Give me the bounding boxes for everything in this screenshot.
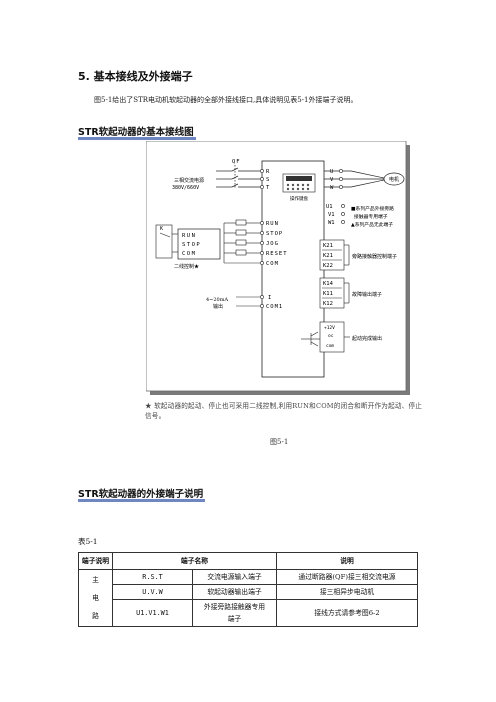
bypass-note-2: 接触器专用端子: [354, 213, 388, 220]
section-title-wiring: STR软起动器的基本接线图: [78, 124, 196, 140]
cell-description: 接三相异步电动机: [276, 584, 418, 600]
analog-terminal-dots: [260, 295, 264, 308]
page-heading: 5. 基本接线及外接端子: [78, 70, 193, 83]
two-wire-com: COM: [182, 251, 196, 257]
motor-symbol: [383, 172, 405, 186]
terminal-r: R: [266, 169, 270, 175]
relay-k22: K22: [323, 263, 333, 269]
control-terminal-dots: [260, 221, 264, 265]
bypass-terminal-dots: [341, 204, 345, 224]
keypad-buttons: [286, 183, 310, 191]
table-row: 主 电 路 R.S.T 交流电源输入端子 通过断路器(QF)接三相交流电源: [78, 569, 418, 627]
output-lines: [324, 170, 385, 188]
cell-function: 交流电源输入端子: [192, 569, 277, 585]
cell-function-line-1: 外接旁路接触器专用: [203, 603, 266, 611]
table-row: U.V.W 软起动器输出端子 接三相异步电动机: [79, 584, 418, 600]
keypad-display: [286, 176, 312, 181]
terminal-v1: V1: [328, 212, 335, 218]
cell-function: 软起动器输出端子: [192, 584, 277, 600]
bypass-relay-label: 旁路接触器控制端子: [352, 253, 397, 260]
relay-k12: K12: [323, 301, 333, 307]
terminal-s: S: [266, 177, 269, 183]
fault-relay-contact: [322, 282, 350, 304]
soft-starter-body: [261, 160, 325, 378]
terminal-u: U: [330, 169, 333, 175]
k-switch-blade: [159, 232, 171, 238]
supply-lines: [216, 165, 262, 189]
keypad-label: 操作键盘: [290, 195, 308, 202]
cell-description: 接线方式请参考图6-2: [276, 599, 418, 627]
fault-relay-box: [319, 277, 345, 309]
signal-com: com: [326, 344, 334, 349]
two-wire-links: [172, 233, 178, 253]
analog-label-2: 输出: [213, 303, 223, 310]
table-caption: 表5-1: [78, 537, 98, 546]
supply-label-2: 380V/660V: [172, 185, 199, 191]
header-description: 说明: [276, 552, 418, 570]
group-main-circuit: 主 电 路: [78, 569, 113, 627]
terminal-table: 端子说明 端子名称 说明 主 电 路 R.S.T 交流电源输入端子 通过断路器(…: [78, 552, 418, 627]
intro-paragraph: 图5-1给出了STR电动机软起动器的全部外接线接口,具体说明见表5-1外接端子说…: [94, 96, 358, 104]
relay-k14: K14: [323, 281, 334, 287]
motor-label: 电机: [389, 176, 399, 183]
two-wire-box: [177, 228, 221, 260]
control-buttons: [223, 219, 262, 264]
start-signal-box: [319, 321, 345, 353]
supply-terminal-dots: [260, 169, 264, 189]
terminal-i: I: [268, 295, 272, 301]
signal-12v: +12V: [324, 325, 335, 331]
section-title-wiring-text: STR软起动器的基本接线图: [78, 127, 194, 138]
group-char-3: 路: [92, 612, 99, 620]
group-char-2: 电: [92, 594, 99, 602]
start-signal-label: 起动完成输出: [352, 335, 382, 342]
qf-label: QF: [232, 159, 241, 165]
section-title-terminals: STR软起动器的外接端子说明: [78, 486, 206, 502]
bypass-note-1: ■系列产品外接旁路: [351, 205, 394, 212]
two-wire-stop: STOP: [182, 242, 201, 248]
terminal-u1: U1: [326, 204, 333, 210]
terminal-v: V: [330, 177, 334, 183]
k-switch-frame: [155, 224, 173, 259]
terminal-run: RUN: [266, 221, 279, 227]
two-wire-run: RUN: [182, 233, 196, 239]
cell-function: 外接旁路接触器专用 端子: [192, 599, 277, 627]
wiring-diagram: 操作键盘 QF 三相交流电源 380V/660V R S T U V W 电机 …: [146, 141, 410, 395]
table-row: U1.V1.W1 外接旁路接触器专用 端子 接线方式请参考图6-2: [79, 599, 418, 627]
transistor-symbol: [301, 331, 320, 347]
section-title-terminals-text: STR软起动器的外接端子说明: [78, 489, 204, 500]
relay-k11: K11: [323, 291, 333, 297]
cell-name: U1.V1.W1: [112, 599, 193, 627]
terminal-w1: W1: [328, 220, 335, 226]
table-header-row: 端子说明 端子名称 说明: [78, 552, 418, 570]
output-terminal-dots: [339, 169, 343, 189]
bypass-note-3: ▲系列产品无此端子: [351, 221, 393, 228]
signal-oc: oc: [328, 334, 334, 339]
group-char-1: 主: [92, 576, 99, 584]
analog-label-1: 4~20mA: [206, 297, 228, 303]
supply-label-1: 三相交流电源: [174, 177, 204, 184]
terminal-com: COM: [266, 261, 279, 267]
terminal-reset: RESET: [266, 251, 288, 257]
cell-name: R.S.T: [112, 569, 193, 585]
header-terminal-name: 端子名称: [112, 552, 277, 570]
figure-caption: 图5-1: [270, 438, 289, 446]
cell-function-line-2: 端子: [227, 615, 242, 623]
cell-name: U.V.W: [112, 584, 193, 600]
analog-lines: [236, 296, 262, 307]
fault-relay-label: 故障输出端子: [352, 291, 382, 298]
terminal-stop: STOP: [266, 231, 283, 237]
header-terminal-desc: 端子说明: [78, 552, 113, 570]
cell-description: 通过断路器(QF)接三相交流电源: [276, 569, 418, 585]
relay-k21b: K21: [323, 253, 333, 259]
terminal-jog: JOG: [266, 241, 279, 247]
relay-k21a: K21: [323, 243, 333, 249]
diagram-note: ★ 软起动器的起动、停止也可采用二线控制,利用RUN和COM的闭合和断开作为起动…: [145, 402, 423, 420]
terminal-t: T: [266, 185, 270, 191]
terminal-w: W: [330, 185, 334, 191]
terminal-com1: COM1: [266, 304, 283, 310]
bypass-relay-box: [319, 239, 345, 271]
k-label: K: [160, 226, 163, 232]
two-wire-label: 二线控制★: [174, 263, 199, 270]
bypass-relay-contact: [322, 244, 350, 266]
